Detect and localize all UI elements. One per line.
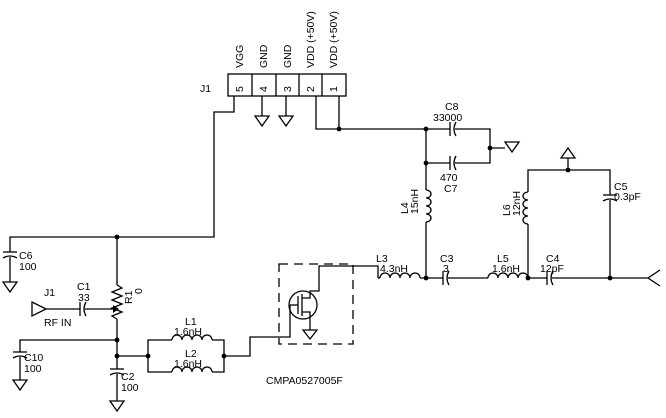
device-part-number: CMPA0527005F	[266, 375, 343, 387]
c10-value: 100	[24, 363, 42, 375]
rf-in-ref: J1	[44, 287, 55, 299]
r1-value: 0	[133, 288, 145, 294]
connector-ref: J1	[200, 83, 211, 95]
resistor-r1: R1 0	[109, 284, 145, 359]
c2-ref: C2	[121, 371, 135, 383]
l3-value: 4.3nH	[380, 263, 408, 275]
inductor-l6: L6 12nH	[501, 146, 611, 278]
inductor-l1	[171, 334, 213, 341]
c5-ref: C5	[614, 181, 628, 193]
capacitor-c10: C10 100	[11, 339, 117, 392]
capacitor-c8: C8 33000	[426, 101, 505, 149]
ground-icon	[1, 281, 19, 294]
ground-icon	[301, 329, 319, 341]
l5-ref: L5	[497, 253, 509, 265]
capacitor-c6: C6 100	[1, 250, 37, 294]
pin-number: 4	[258, 86, 270, 92]
pin-number: 5	[234, 86, 246, 92]
ground-icon	[277, 115, 295, 128]
pin-name: GND	[258, 44, 270, 68]
pin-number: 3	[282, 86, 294, 92]
c8-ref: C8	[445, 101, 459, 113]
l1-value: 1.6nH	[174, 326, 202, 338]
pin-number: 1	[328, 86, 340, 92]
l2-value: 1.6nH	[174, 358, 202, 370]
l4-value: 15nH	[409, 189, 421, 214]
gnd-pins	[253, 96, 295, 128]
capacitor-c7: 470 C7	[426, 141, 521, 195]
c8-value: 33000	[433, 112, 462, 124]
r1-ref: R1	[123, 290, 135, 304]
rf-out-port-icon	[646, 269, 661, 287]
c10-ref: C10	[24, 352, 43, 364]
transistor-icon	[288, 290, 318, 320]
rf-output-line	[318, 265, 661, 287]
l6-ref: L6	[501, 204, 513, 216]
supply-arrow-icon	[559, 146, 577, 159]
pin-name: VDD (+50V)	[328, 11, 340, 68]
connector-j1: J1 5 4 3 2 1 VGG GND GND VDD (+50V) VDD …	[200, 11, 347, 97]
rf-in-label: RF IN	[44, 317, 71, 329]
l2-ref: L2	[185, 348, 197, 360]
vgg-net	[9, 96, 235, 285]
c1-ref: C1	[77, 281, 91, 293]
c4-value: 12pF	[540, 263, 564, 275]
pin-name: VGG	[234, 45, 246, 68]
ground-icon	[253, 115, 271, 128]
l5-value: 1.6nH	[492, 263, 520, 275]
c2-value: 100	[121, 382, 139, 394]
l4-ref: L4	[399, 202, 411, 214]
l1-ref: L1	[185, 316, 197, 328]
rf-in-port-icon	[31, 300, 48, 318]
l6-value: 12nH	[511, 191, 523, 216]
rf-input: J1 RF IN C1 33	[31, 281, 109, 329]
pin-number: 2	[305, 86, 317, 92]
pin-name: VDD (+50V)	[305, 11, 317, 68]
l3-ref: L3	[376, 253, 388, 265]
ground-icon	[11, 379, 29, 392]
capacitor-c5: C5 0.3pF	[602, 181, 641, 278]
transistor-device: CMPA0527005F	[266, 263, 354, 387]
c7-value: 470	[440, 172, 458, 184]
c7-ref: C7	[444, 183, 458, 195]
inductor-l4: L4 15nH	[399, 189, 432, 281]
c1-value: 33	[78, 292, 90, 304]
c6-value: 100	[19, 261, 37, 273]
c5-value: 0.3pF	[614, 191, 641, 203]
ground-icon	[108, 400, 126, 413]
c6-ref: C6	[19, 250, 33, 262]
ground-icon	[503, 141, 521, 154]
c3-ref: C3	[440, 253, 454, 265]
capacitor-c2: C2 100	[108, 356, 139, 413]
wiper-arrow-icon	[113, 305, 119, 313]
vdd-net	[315, 96, 429, 190]
inductor-l2	[171, 366, 213, 373]
pin-name: GND	[282, 44, 294, 68]
gate-inductors: L1 1.6nH L2 1.6nH	[117, 305, 291, 373]
device-package-outline	[278, 263, 354, 345]
c4-ref: C4	[546, 253, 560, 265]
c3-value: 3	[443, 263, 449, 275]
